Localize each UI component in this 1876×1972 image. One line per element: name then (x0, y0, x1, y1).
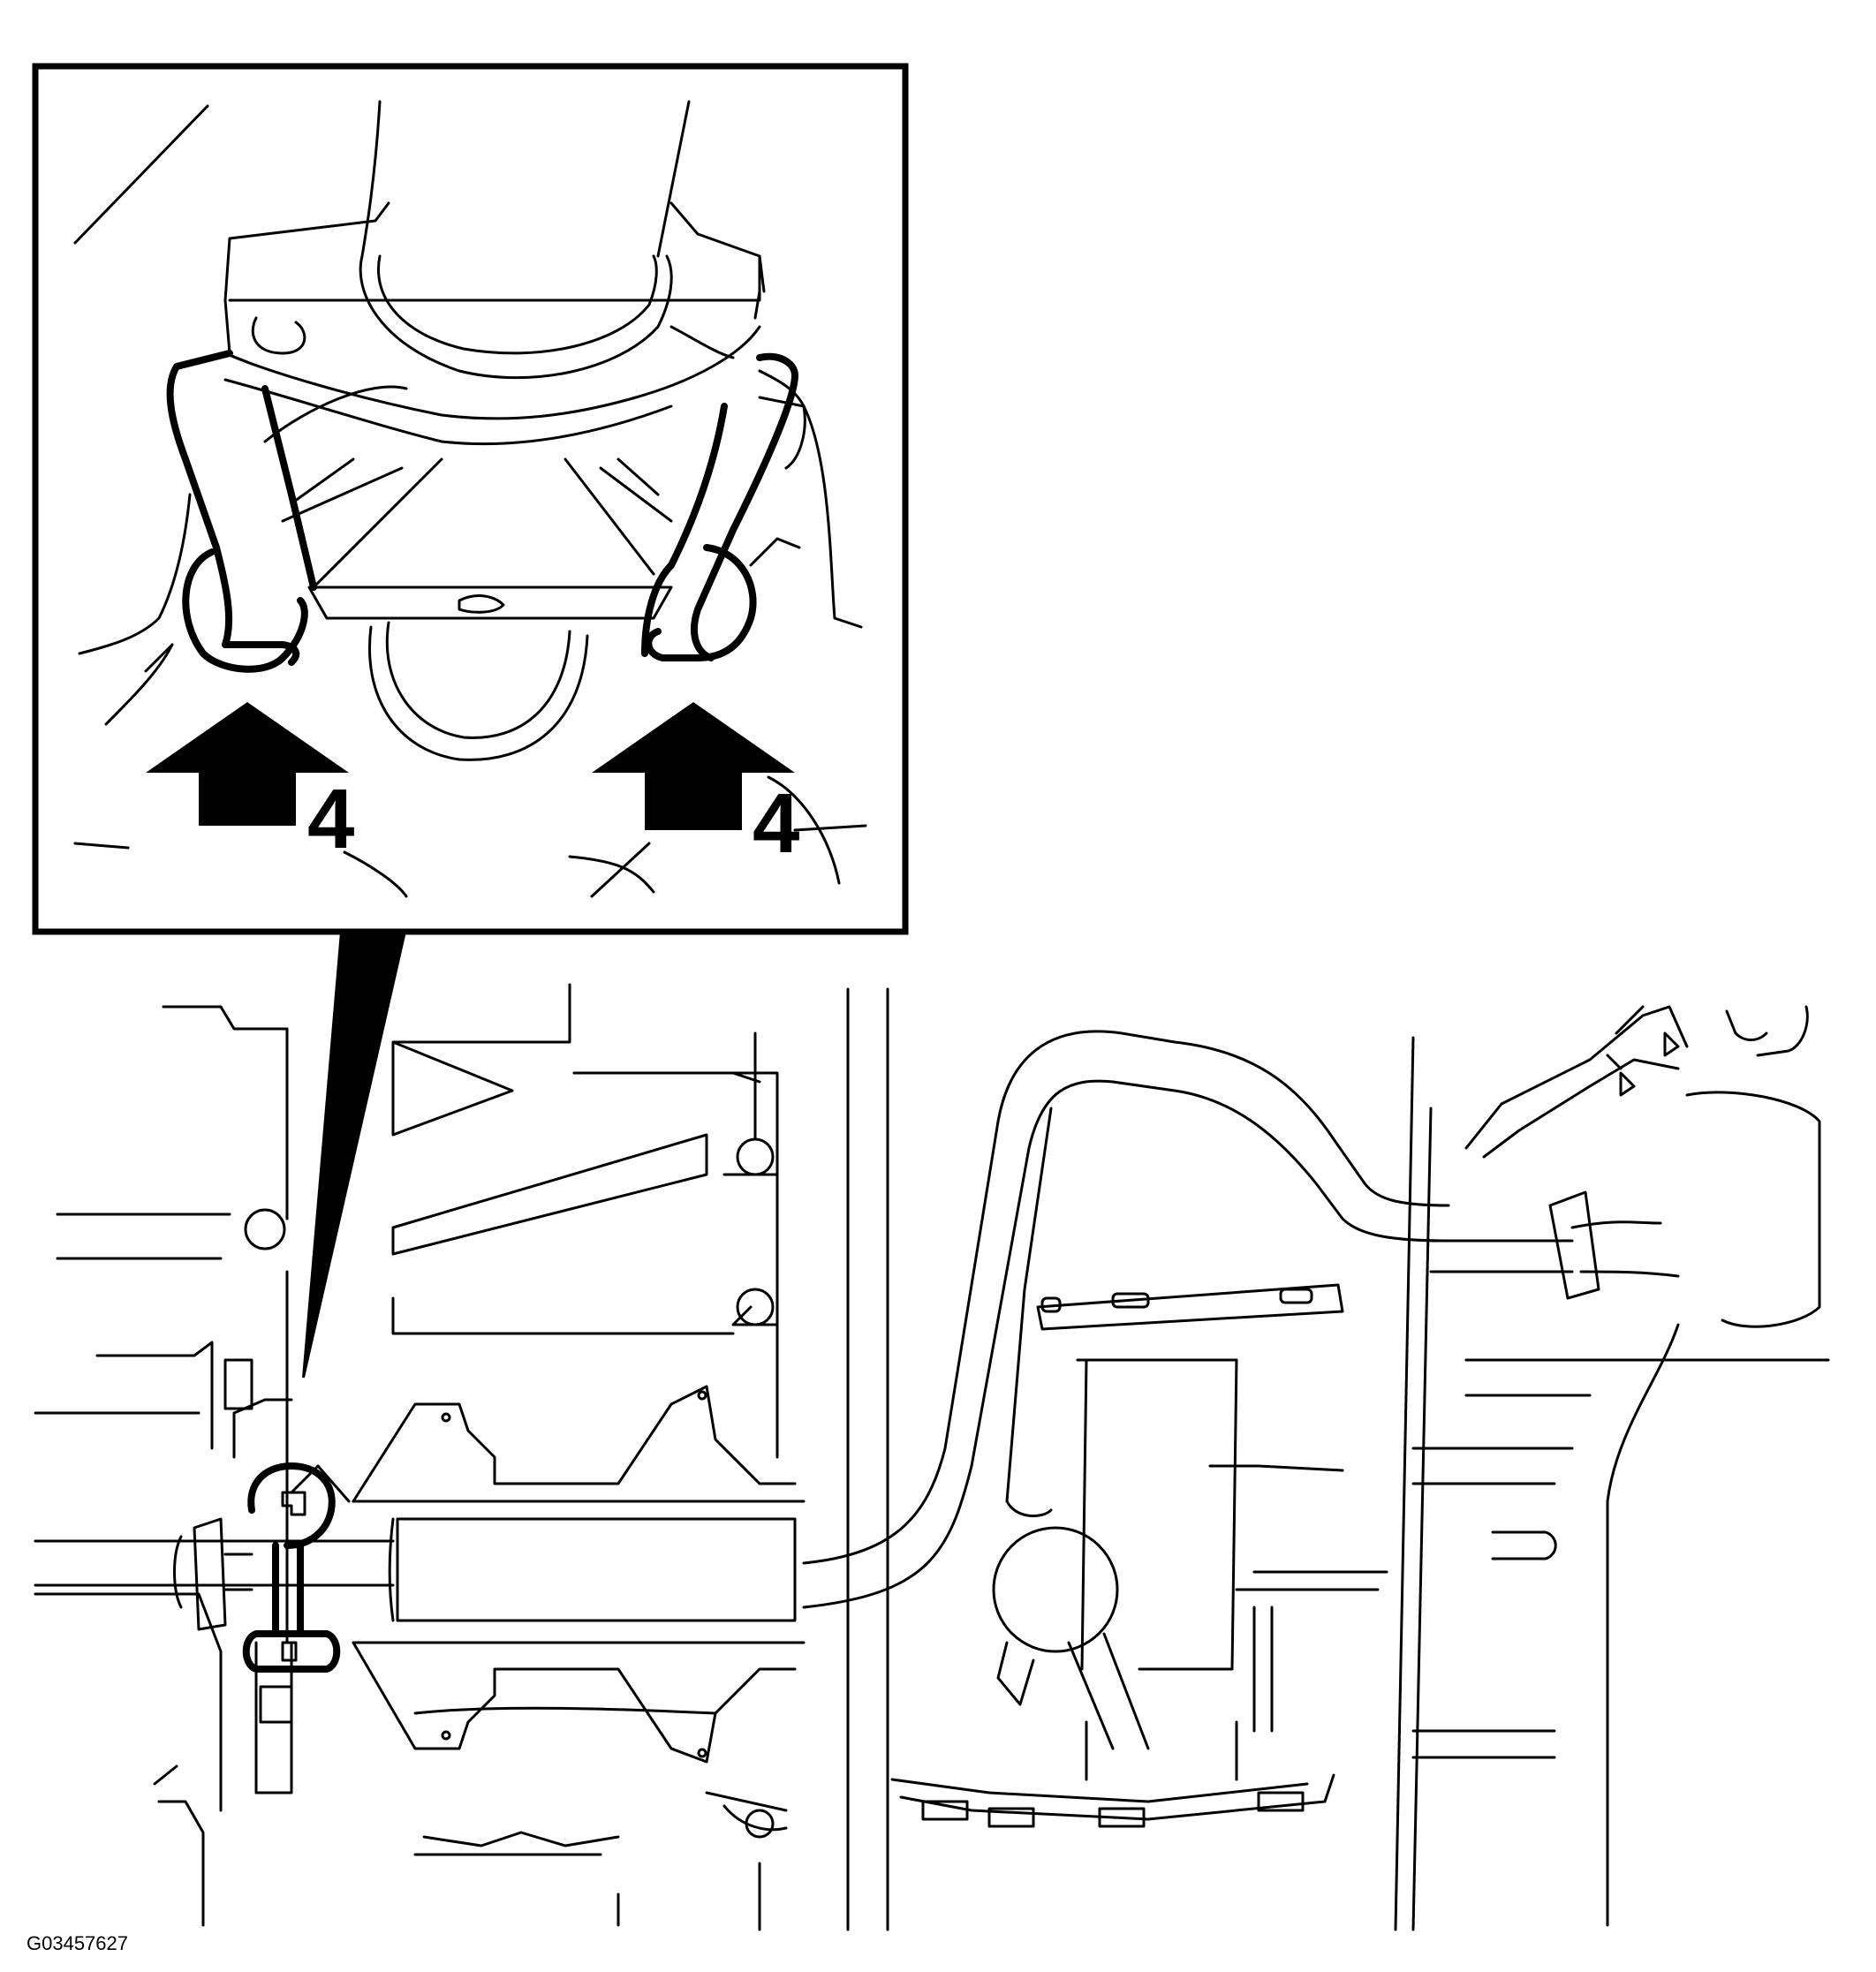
inset-frame (32, 63, 909, 935)
figure-id-label: G03457627 (26, 1932, 128, 1954)
callout-label-right: 4 (753, 776, 799, 871)
detail-inset: 4 4 (32, 63, 909, 935)
arrow-left (146, 702, 349, 826)
underbody-view (34, 983, 1830, 1931)
arrow-right (592, 702, 795, 830)
callout-label-left: 4 (307, 772, 354, 866)
callout-leader (302, 932, 406, 1378)
